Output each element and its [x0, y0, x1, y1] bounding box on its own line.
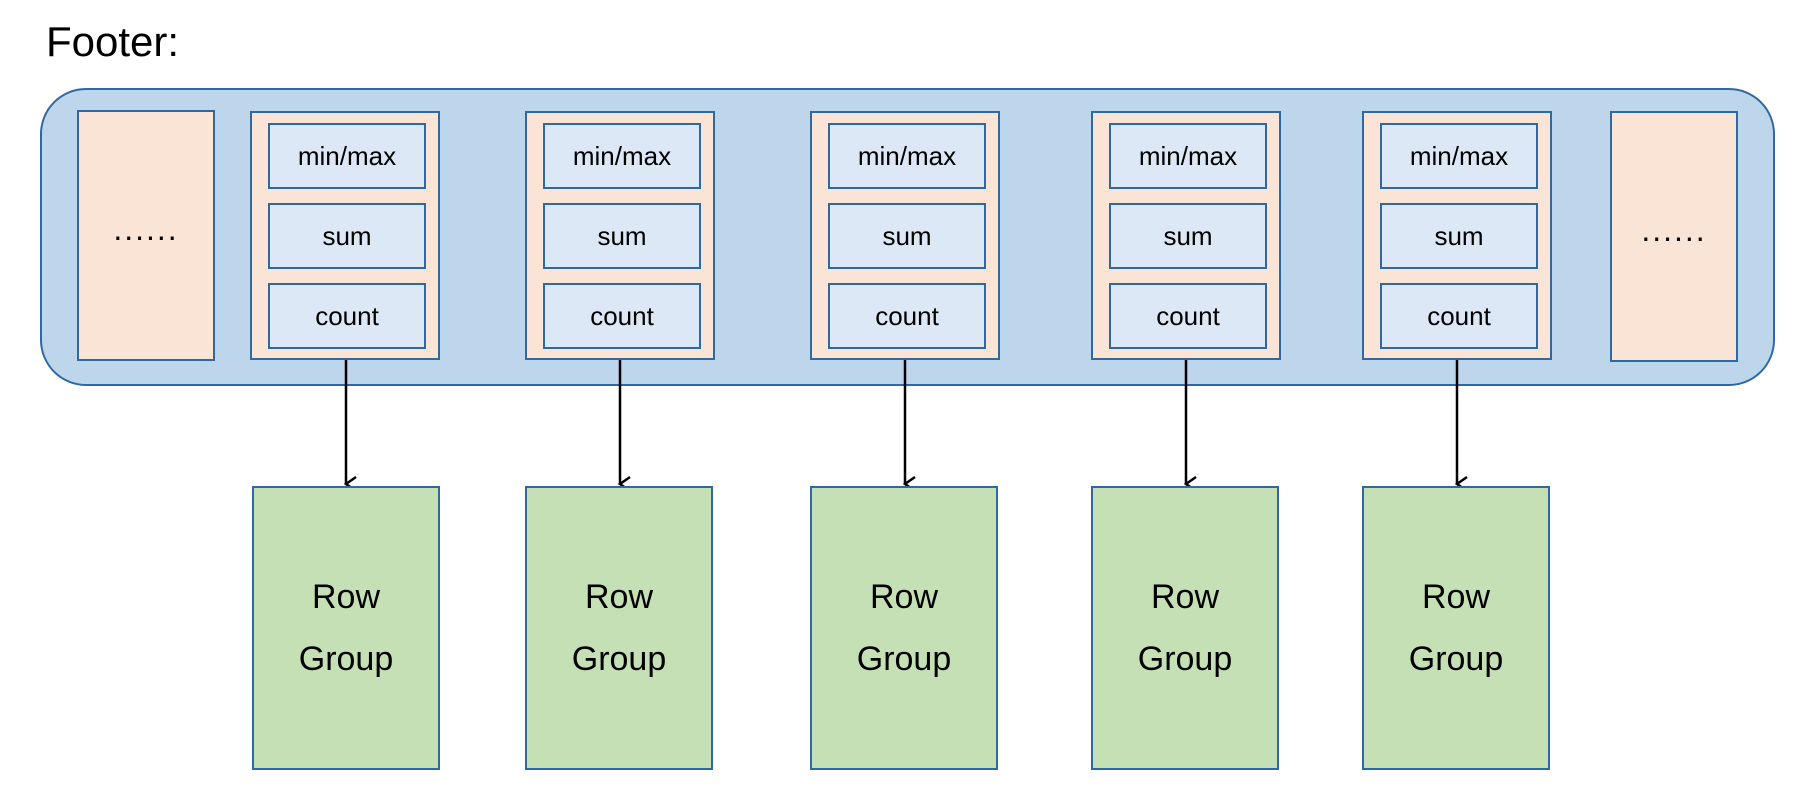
row-group-4: Row Group — [1091, 486, 1279, 770]
count-cell: count — [1380, 283, 1538, 349]
ellipsis-box-left: ...... — [77, 110, 215, 361]
row-group-label-line2: Group — [298, 640, 394, 678]
sum-cell: sum — [828, 203, 986, 269]
count-cell: count — [268, 283, 426, 349]
min-max-cell: min/max — [543, 123, 701, 189]
ellipsis-text-right: ...... — [1641, 212, 1707, 248]
min-max-cell: min/max — [268, 123, 426, 189]
column-stats-3: min/max sum count — [810, 111, 1000, 360]
row-group-label-line2: Group — [571, 640, 667, 678]
min-max-cell: min/max — [1380, 123, 1538, 189]
sum-cell: sum — [268, 203, 426, 269]
footer-title: Footer: — [46, 18, 180, 65]
row-group-label-line2: Group — [1408, 640, 1504, 678]
row-group-label-line1: Row — [1150, 578, 1220, 616]
sum-cell: sum — [1109, 203, 1267, 269]
count-cell: count — [543, 283, 701, 349]
row-group-label-line1: Row — [869, 578, 939, 616]
count-cell: count — [828, 283, 986, 349]
min-max-cell: min/max — [828, 123, 986, 189]
row-group-1: Row Group — [252, 486, 440, 770]
row-group-label-line1: Row — [584, 578, 654, 616]
ellipsis-box-right: ...... — [1610, 111, 1738, 362]
row-group-label-line1: Row — [1421, 578, 1491, 616]
count-cell: count — [1109, 283, 1267, 349]
row-group-label-line2: Group — [1137, 640, 1233, 678]
column-stats-4: min/max sum count — [1091, 111, 1281, 360]
row-group-2: Row Group — [525, 486, 713, 770]
sum-cell: sum — [1380, 203, 1538, 269]
row-group-5: Row Group — [1362, 486, 1550, 770]
column-stats-2: min/max sum count — [525, 111, 715, 360]
column-stats-5: min/max sum count — [1362, 111, 1552, 360]
row-group-3: Row Group — [810, 486, 998, 770]
column-stats-1: min/max sum count — [250, 111, 440, 360]
ellipsis-text-left: ...... — [113, 211, 179, 247]
row-group-label-line2: Group — [856, 640, 952, 678]
sum-cell: sum — [543, 203, 701, 269]
min-max-cell: min/max — [1109, 123, 1267, 189]
row-group-label-line1: Row — [311, 578, 381, 616]
